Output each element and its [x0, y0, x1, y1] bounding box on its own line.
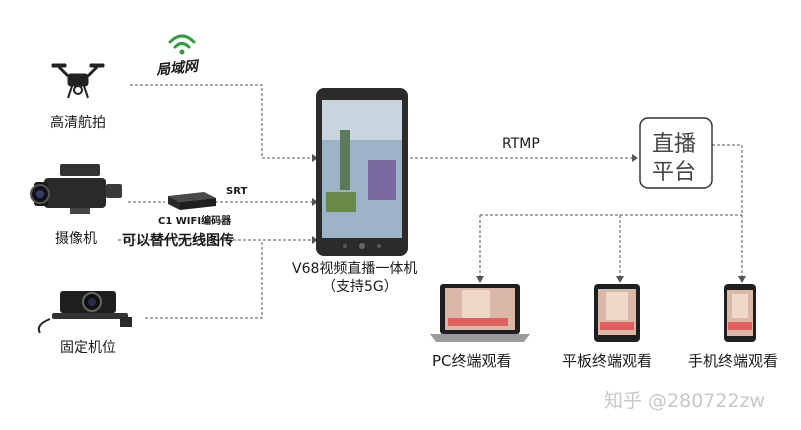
encoder-label: C1 WIFI编码器: [158, 212, 231, 227]
all-in-one-device: [316, 88, 408, 256]
arrow-platform: [632, 154, 638, 162]
drone-to-device-line: [130, 85, 312, 158]
fixed-cam-label: 固定机位: [60, 337, 116, 357]
arrow-pc: [476, 276, 484, 283]
phone-label: 手机终端观看: [688, 350, 778, 371]
fixed-cam-to-device-line: [145, 240, 262, 318]
encoder-box-icon: [168, 192, 216, 210]
device-label-line2: （支持5G）: [322, 276, 398, 296]
arrow-tablet: [616, 276, 624, 283]
platform-right-line: [712, 145, 742, 215]
device-label-line1: V68视频直播一体机: [292, 258, 417, 278]
tablet-icon: [594, 284, 640, 342]
fixed-camera-icon: [39, 291, 132, 333]
phone-icon: [724, 284, 756, 342]
drone-label: 高清航拍: [50, 112, 106, 132]
arrow-phone: [738, 276, 746, 283]
camcorder-label: 摄像机: [55, 228, 97, 248]
rtmp-label: RTMP: [502, 136, 540, 152]
drone-icon: [52, 64, 104, 98]
wifi-icon: [170, 36, 194, 55]
watermark: 知乎 @280722zw: [604, 386, 765, 413]
laptop-icon: [430, 284, 530, 342]
tablet-label: 平板终端观看: [562, 350, 652, 371]
camcorder-icon: [31, 164, 122, 214]
pc-label: PC终端观看: [432, 350, 512, 371]
replace-note: 可以替代无线图传: [122, 230, 234, 250]
platform-label-line2: 平台: [652, 154, 696, 186]
srt-label: SRT: [226, 186, 247, 197]
